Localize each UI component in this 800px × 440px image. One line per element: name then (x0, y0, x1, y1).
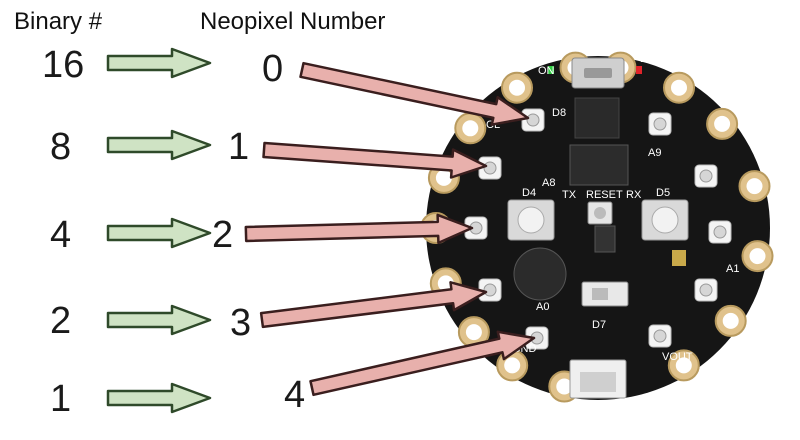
silk-label-vout: VOUT (662, 351, 693, 363)
d13-led (636, 66, 642, 74)
silk-label-tx: TX (562, 189, 577, 201)
binary-value-4: 4 (50, 214, 72, 256)
speaker (513, 247, 567, 301)
silk-label-a8: A8 (542, 177, 555, 189)
binary-header: Binary # (14, 8, 103, 35)
green-arrow (106, 47, 212, 79)
chip-main (569, 144, 629, 186)
pad-hole (671, 79, 687, 96)
green-arrows (106, 47, 212, 414)
binary-value-1: 1 (50, 378, 72, 420)
silk-label-rx: RX (626, 189, 642, 201)
green-arrow (106, 217, 212, 249)
neopixel-lens (699, 283, 713, 297)
pad-hole (509, 79, 525, 96)
silk-label-d13: D13 (640, 53, 660, 65)
neopixel-value-3: 3 (230, 302, 252, 344)
pink-arrow (262, 141, 488, 179)
neopixel-value-0: 0 (262, 48, 284, 90)
pink-arrows (244, 61, 536, 397)
green-arrow (106, 382, 212, 414)
neopixel-value-4: 4 (284, 374, 306, 416)
pad-hole (675, 357, 692, 374)
pad-hole (435, 169, 452, 186)
on-led (548, 66, 554, 74)
pad-hole (504, 357, 521, 374)
pad-hole (749, 248, 766, 265)
pink-arrow (259, 281, 488, 329)
binary-value-8: 8 (50, 126, 72, 168)
silk-label-d7: D7 (592, 319, 606, 331)
silkscreen-labels: D8D13ONA8A9D4D5TXRXRESETD7A0GNDVOUTA1CL (486, 53, 739, 363)
chip-top (574, 97, 620, 139)
pad-hole (437, 275, 454, 292)
pink-arrow (309, 330, 536, 397)
binary-value-16: 16 (42, 44, 85, 86)
pad-hole (714, 115, 731, 132)
pink-arrow (244, 213, 474, 245)
silk-label-a9: A9 (648, 147, 661, 159)
neopixels (464, 108, 732, 350)
green-arrow (106, 129, 212, 161)
pad-hole (746, 178, 763, 195)
silk-label-a0: A0 (536, 301, 549, 313)
neopixel-lens (483, 161, 497, 175)
pad-hole (462, 120, 479, 137)
pad-hole (722, 312, 739, 329)
green-arrow (106, 304, 212, 336)
silk-label-d8: D8 (552, 107, 566, 119)
silk-label-d4: D4 (522, 187, 536, 199)
silk-label-d5: D5 (656, 187, 670, 199)
pad-hole (465, 324, 482, 341)
binary-value-2: 2 (50, 300, 72, 342)
silk-label-on: ON (538, 65, 555, 77)
silk-label-reset: RESET (586, 189, 623, 201)
neopixel-header: Neopixel Number (200, 8, 386, 35)
neopixel-lens (699, 169, 713, 183)
pad-hole (556, 378, 573, 395)
neopixel-lens (713, 225, 727, 239)
silk-label-a1: A1 (726, 263, 739, 275)
neopixel-lens (653, 117, 667, 131)
pink-arrow (299, 61, 530, 126)
neopixel-value-1: 1 (228, 126, 250, 168)
neopixel-value-2: 2 (212, 214, 234, 256)
neopixel-lens (653, 329, 667, 343)
neopixel-lens (526, 113, 540, 127)
neopixel-lens (483, 283, 497, 297)
light-sensor (672, 250, 686, 266)
